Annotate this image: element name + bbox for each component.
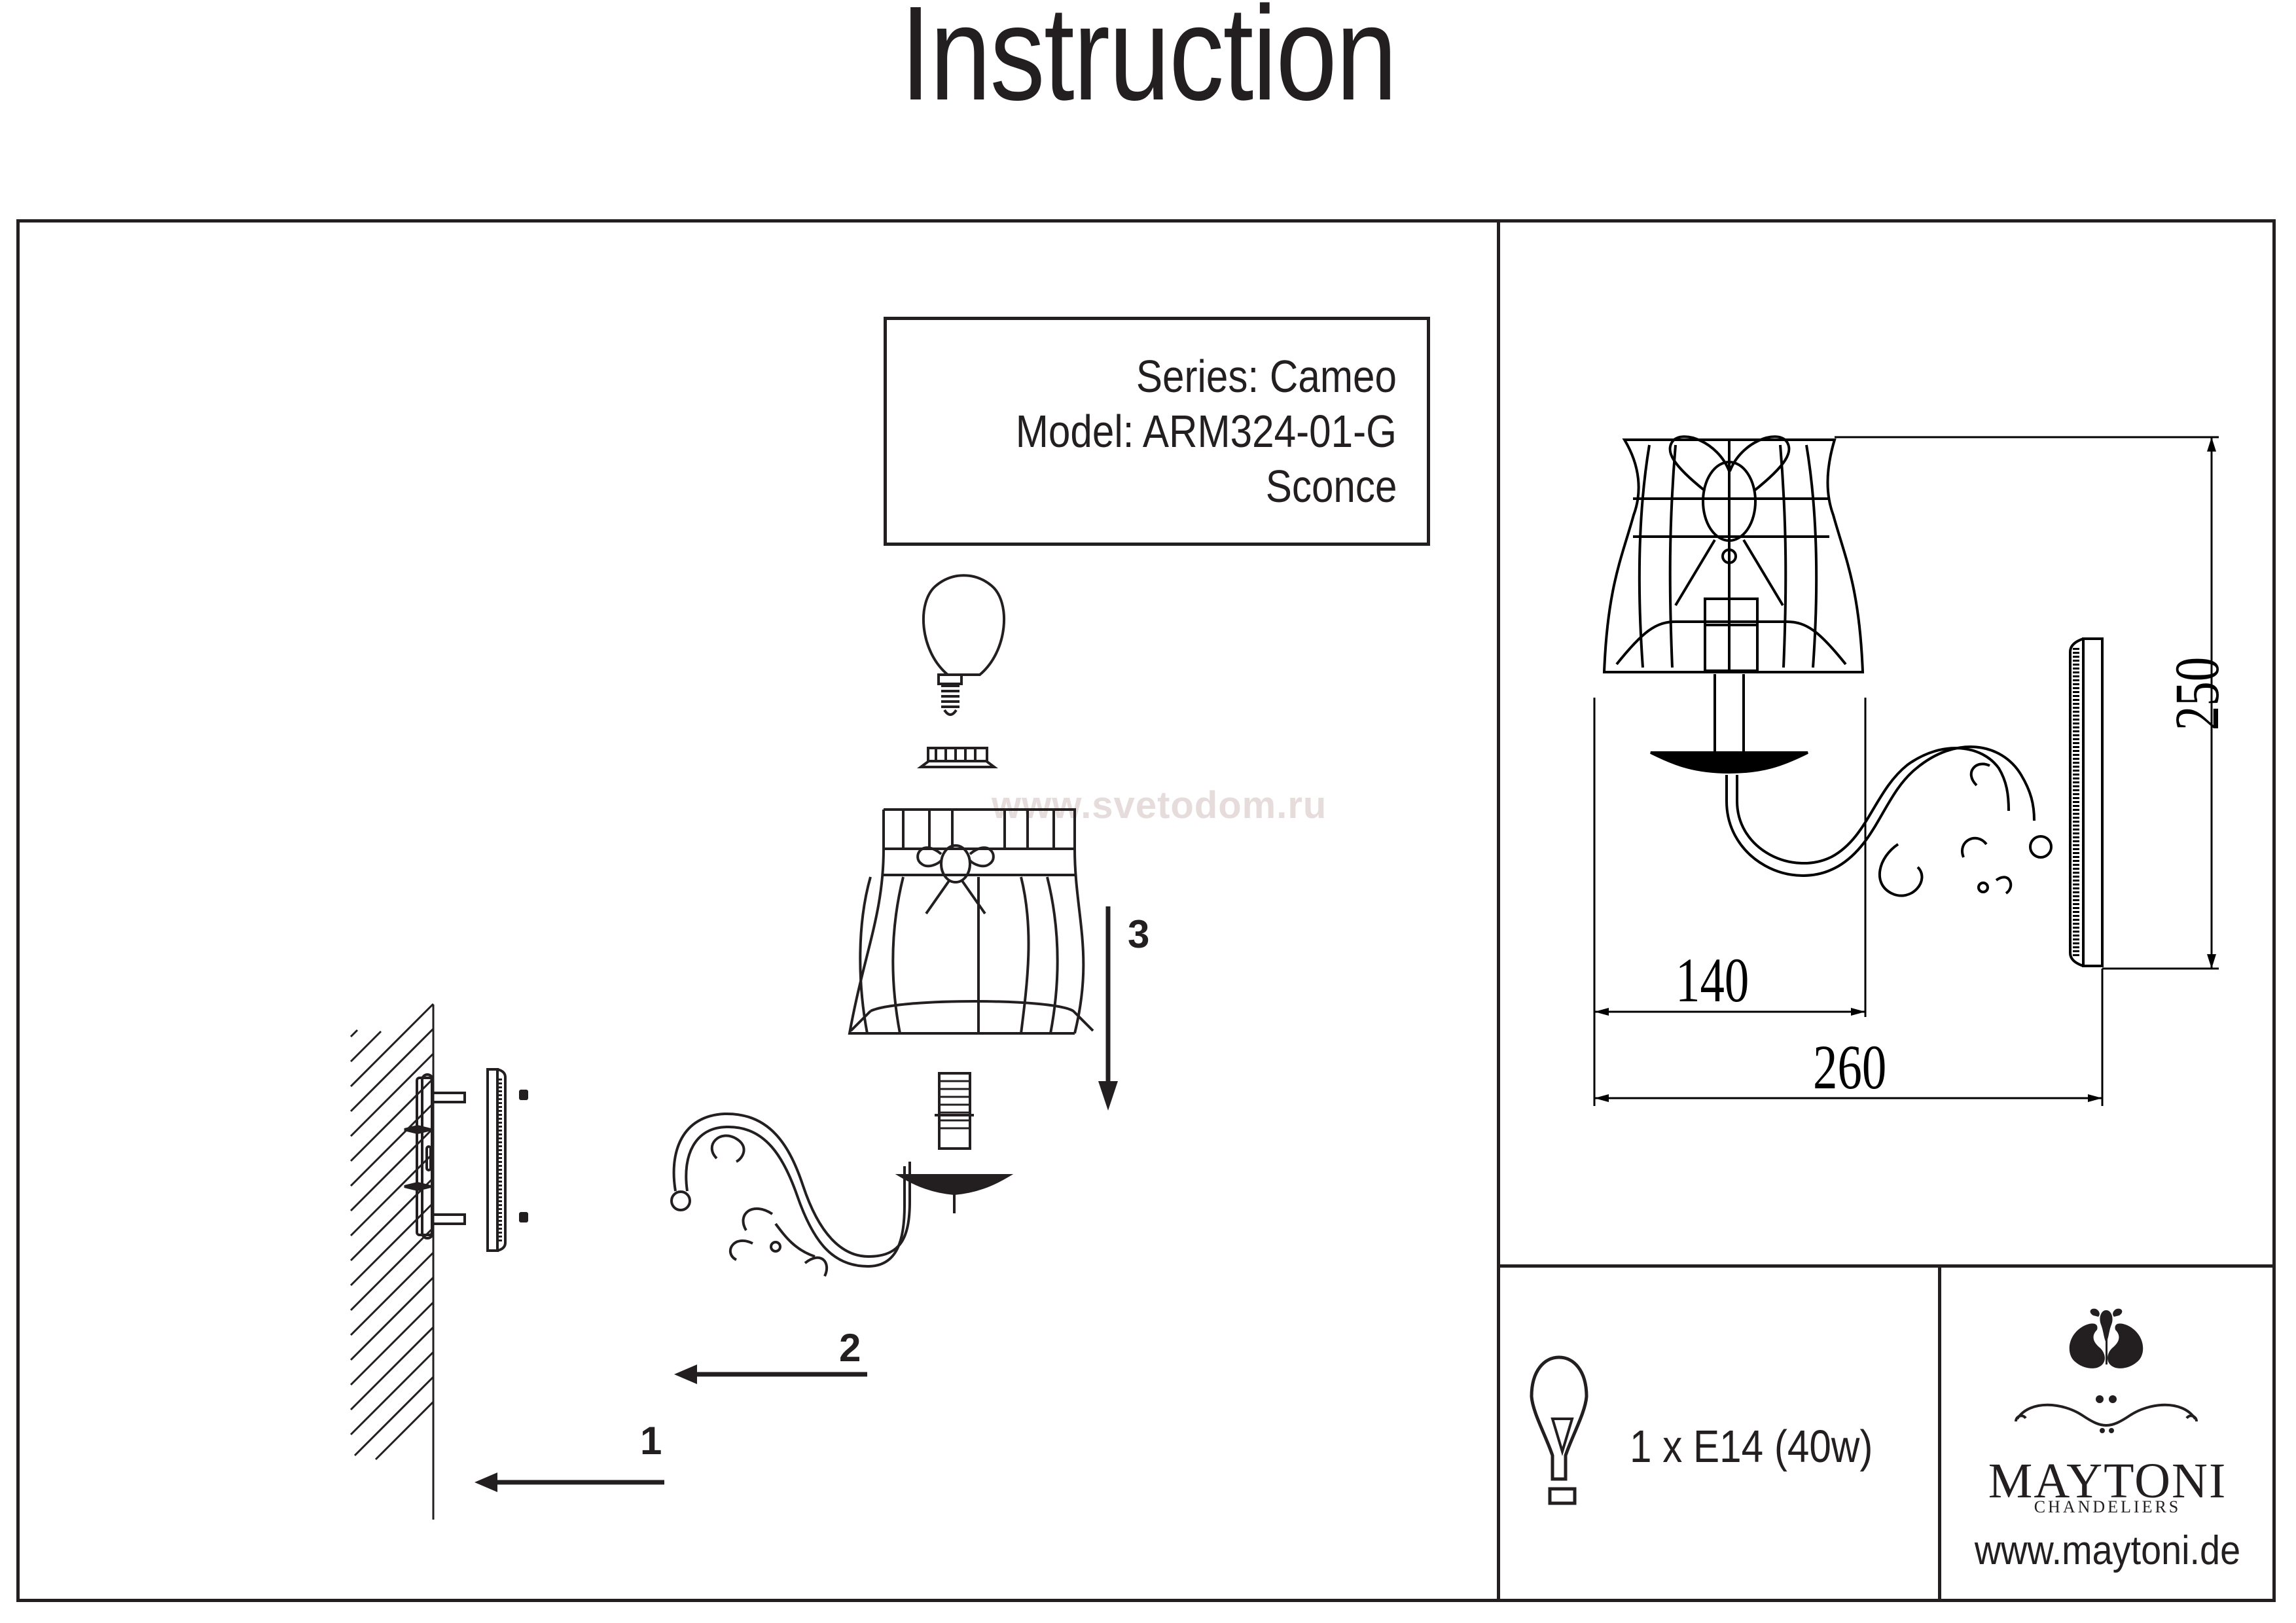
shade-drawing-icon [1602,435,1865,673]
type-label: Sconce [1265,461,1397,512]
column-divider [1497,219,1500,1602]
sconce-arm-icon [670,1112,911,1277]
brand-name: MAYTONI [1988,1454,2227,1508]
arm-drawing-icon [1650,674,2053,897]
arrow-left-icon [475,1472,664,1492]
series-label: Series: Cameo [1136,351,1397,402]
dimension-total-projection: 260 [1813,1032,1887,1102]
bulb-spec-text: 1 x E14 (40w) [1630,1421,1873,1472]
dimension-lines [1593,436,2219,1106]
footer-divider [1938,1264,1941,1602]
brand-subtitle: CHANDELIERS [2034,1497,2181,1516]
watermark: www.svetodom.ru [992,784,1327,827]
mounting-bracket-icon [404,1073,466,1240]
lampshade-icon [848,808,1094,1035]
drawing-frame [16,219,2276,1602]
brand-website-link[interactable]: www.maytoni.de [1974,1528,2241,1573]
row-divider [1497,1264,2276,1268]
ornament-logo-icon [2015,1308,2198,1433]
light-bulb-icon [1530,1355,1588,1505]
arrow-down-icon [1098,906,1118,1111]
product-info-box: Series: Cameo Model: ARM324-01-G Sconce [884,317,1430,546]
step-1-label: 1 [640,1419,662,1463]
candle-socket-icon [895,1072,1014,1213]
light-bulb-icon [922,574,1006,716]
page-title: Instruction [900,0,1397,128]
decorative-nut-icon [519,1090,528,1222]
shade-ring-icon [917,747,998,768]
model-label: Model: ARM324-01-G [1015,406,1397,457]
arrow-left-icon [674,1364,867,1384]
wall-plate-drawing-icon [2069,637,2104,967]
step-2-label: 2 [839,1326,861,1370]
dimension-shade-projection: 140 [1676,945,1749,1015]
wall-plate-icon [486,1068,507,1252]
step-3-label: 3 [1128,912,1150,956]
